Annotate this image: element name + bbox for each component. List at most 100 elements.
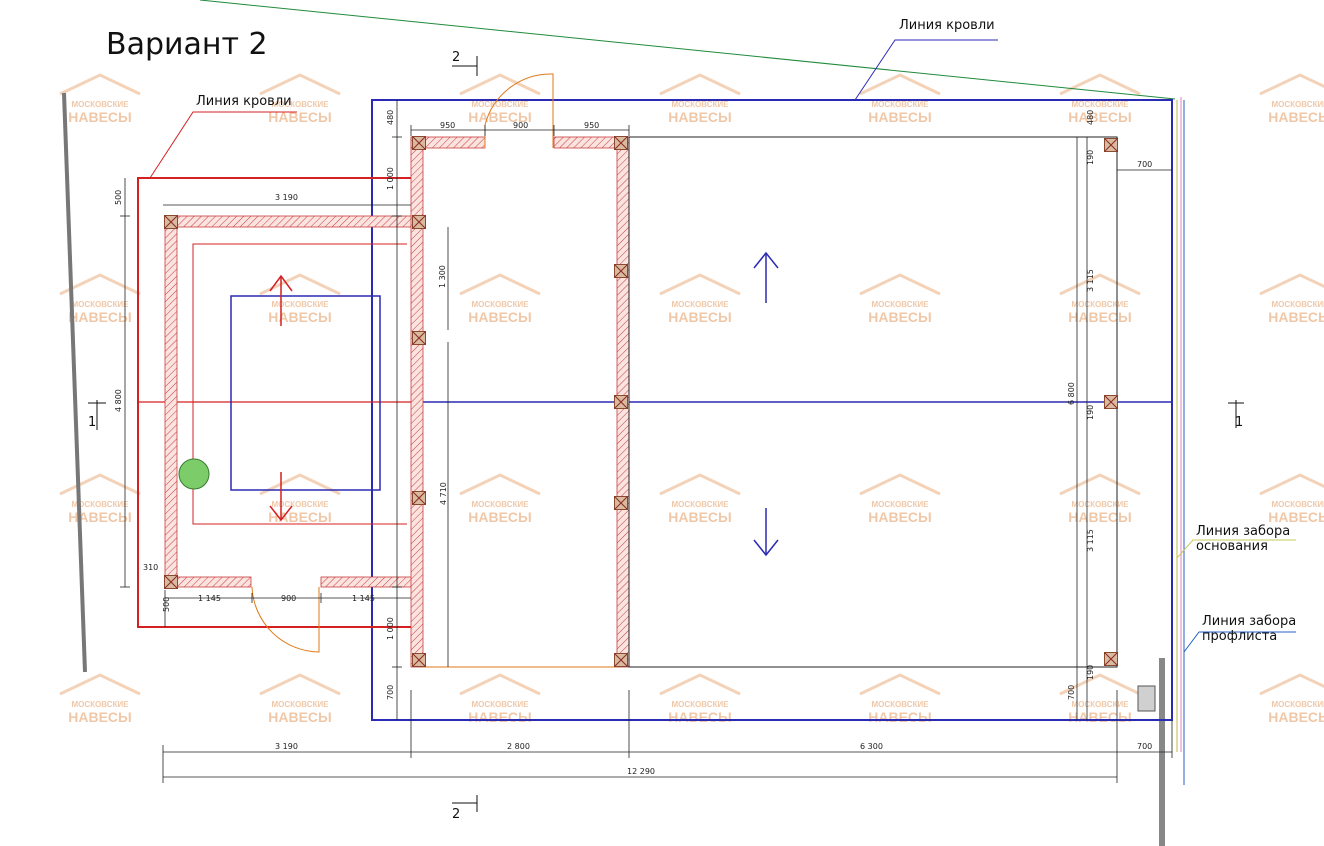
dim-bottom-6300: 6 300 (860, 742, 883, 751)
svg-text:МОСКОВСКИЕ: МОСКОВСКИЕ (672, 300, 730, 309)
svg-text:НАВЕСЫ: НАВЕСЫ (1268, 109, 1324, 125)
fence-prof-label-2: профлиста (1202, 629, 1277, 644)
dim-left-700: 700 (386, 685, 395, 700)
svg-text:НАВЕСЫ: НАВЕСЫ (1068, 109, 1132, 125)
gate-block (1137, 685, 1156, 712)
watermark-layer: МОСКОВСКИЕНАВЕСЫМОСКОВСКИЕНАВЕСЫМОСКОВСК… (59, 73, 1324, 725)
svg-text:МОСКОВСКИЕ: МОСКОВСКИЕ (1072, 500, 1130, 509)
svg-text:МОСКОВСКИЕ: МОСКОВСКИЕ (472, 500, 530, 509)
svg-text:МОСКОВСКИЕ: МОСКОВСКИЕ (72, 700, 130, 709)
svg-text:МОСКОВСКИЕ: МОСКОВСКИЕ (272, 300, 330, 309)
dim-bottom-3190: 3 190 (275, 742, 298, 751)
svg-text:МОСКОВСКИЕ: МОСКОВСКИЕ (72, 300, 130, 309)
svg-text:НАВЕСЫ: НАВЕСЫ (868, 709, 932, 725)
section-mark-right: 1 (1235, 415, 1243, 430)
svg-text:МОСКОВСКИЕ: МОСКОВСКИЕ (272, 500, 330, 509)
inner-roof-rect (230, 295, 381, 491)
label-leaders (149, 39, 1296, 653)
column-post (412, 215, 426, 229)
svg-text:МОСКОВСКИЕ: МОСКОВСКИЕ (672, 100, 730, 109)
dim-right-190-b: 190 (1086, 405, 1095, 420)
svg-text:НАВЕСЫ: НАВЕСЫ (868, 309, 932, 325)
svg-text:МОСКОВСКИЕ: МОСКОВСКИЕ (72, 100, 130, 109)
dim-left-1300: 1 300 (438, 265, 447, 288)
dim-small-500: 500 (114, 190, 123, 205)
svg-text:НАВЕСЫ: НАВЕСЫ (468, 509, 532, 525)
svg-text:НАВЕСЫ: НАВЕСЫ (668, 709, 732, 725)
column-post (1104, 138, 1118, 152)
dim-small-900: 900 (281, 594, 296, 603)
svg-text:НАВЕСЫ: НАВЕСЫ (668, 109, 732, 125)
dim-right-3115-a: 3 115 (1086, 269, 1095, 292)
small-roof-inner (192, 243, 407, 525)
dim-right-480: 480 (1086, 110, 1095, 125)
svg-text:МОСКОВСКИЕ: МОСКОВСКИЕ (1072, 300, 1130, 309)
dim-small-310: 310 (143, 563, 158, 572)
svg-text:НАВЕСЫ: НАВЕСЫ (468, 709, 532, 725)
dim-bottom-700: 700 (1137, 742, 1152, 751)
svg-text:МОСКОВСКИЕ: МОСКОВСКИЕ (1272, 500, 1324, 509)
dim-small-1145-right: 1 145 (352, 594, 375, 603)
svg-text:МОСКОВСКИЕ: МОСКОВСКИЕ (72, 500, 130, 509)
svg-text:НАВЕСЫ: НАВЕСЫ (268, 509, 332, 525)
green-roof-line (199, 0, 1176, 100)
svg-text:МОСКОВСКИЕ: МОСКОВСКИЕ (1072, 700, 1130, 709)
svg-text:НАВЕСЫ: НАВЕСЫ (68, 309, 132, 325)
section-cut-lines (88, 56, 1244, 812)
main-door-swing (484, 73, 554, 148)
column-post (412, 136, 426, 150)
green-circle (178, 458, 210, 490)
dim-top-950-right: 950 (584, 121, 599, 130)
svg-text:НАВЕСЫ: НАВЕСЫ (1268, 709, 1324, 725)
dim-top-900: 900 (513, 121, 528, 130)
svg-text:НАВЕСЫ: НАВЕСЫ (868, 509, 932, 525)
svg-text:НАВЕСЫ: НАВЕСЫ (668, 509, 732, 525)
dim-small-4800: 4 800 (114, 389, 123, 412)
svg-text:НАВЕСЫ: НАВЕСЫ (1068, 709, 1132, 725)
dim-left-1000-bottom: 1 000 (386, 617, 395, 640)
svg-text:МОСКОВСКИЕ: МОСКОВСКИЕ (272, 100, 330, 109)
svg-text:МОСКОВСКИЕ: МОСКОВСКИЕ (1272, 300, 1324, 309)
svg-text:МОСКОВСКИЕ: МОСКОВСКИЕ (872, 500, 930, 509)
roof-line-label-left: Линия кровли (196, 94, 292, 109)
svg-text:МОСКОВСКИЕ: МОСКОВСКИЕ (672, 500, 730, 509)
svg-text:МОСКОВСКИЕ: МОСКОВСКИЕ (872, 700, 930, 709)
svg-text:МОСКОВСКИЕ: МОСКОВСКИЕ (1272, 100, 1324, 109)
svg-text:НАВЕСЫ: НАВЕСЫ (1068, 509, 1132, 525)
fence-base-label-2: основания (1196, 539, 1268, 554)
column-post (614, 496, 628, 510)
svg-text:МОСКОВСКИЕ: МОСКОВСКИЕ (472, 700, 530, 709)
dim-right-700: 700 (1137, 160, 1152, 169)
svg-text:НАВЕСЫ: НАВЕСЫ (1268, 509, 1324, 525)
column-post (164, 215, 178, 229)
column-post (614, 653, 628, 667)
column-post (412, 491, 426, 505)
svg-text:МОСКОВСКИЕ: МОСКОВСКИЕ (272, 700, 330, 709)
drawing-title: Вариант 2 (106, 27, 268, 62)
column-post (1104, 395, 1118, 409)
svg-text:МОСКОВСКИЕ: МОСКОВСКИЕ (672, 700, 730, 709)
svg-text:НАВЕСЫ: НАВЕСЫ (668, 309, 732, 325)
column-post (614, 136, 628, 150)
fence-base-label-1: Линия забора (1196, 524, 1290, 539)
dimension-lines (120, 100, 1173, 783)
roof-line-label-top: Линия кровли (899, 18, 995, 33)
